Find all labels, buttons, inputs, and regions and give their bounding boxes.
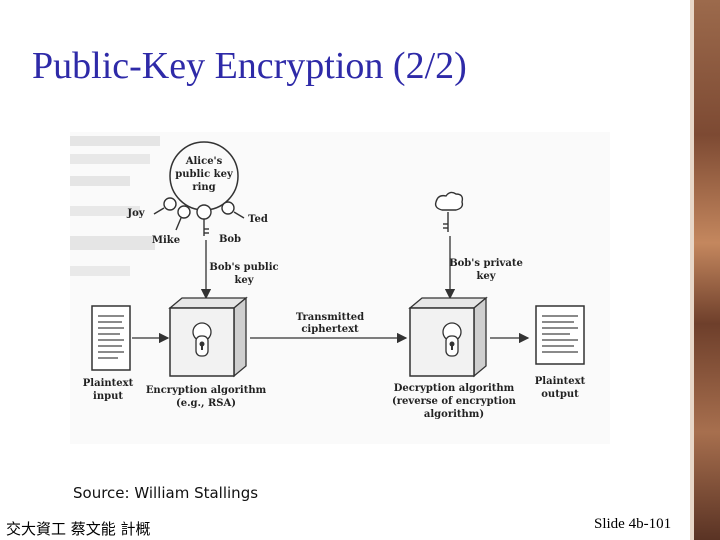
key-bob-icon [196, 204, 212, 236]
plaintext-output-line2: output [541, 389, 579, 400]
key-mike-icon [175, 205, 191, 231]
key-label-bob: Bob [219, 234, 241, 245]
plaintext-output-document-icon [535, 305, 585, 365]
ring-label-line2: public key [175, 169, 234, 180]
decryption-label-line3: algorithm) [424, 409, 484, 420]
bobs-private-key-line2: key [476, 271, 496, 282]
decryption-label-line1: Decryption algorithm [394, 383, 515, 394]
bobs-private-key-line1: Bob's private [449, 258, 523, 269]
key-label-joy: Joy [126, 208, 145, 219]
plaintext-output-line1: Plaintext [535, 376, 586, 387]
decryption-label-line2: (reverse of encryption [392, 396, 517, 407]
plaintext-input-line1: Plaintext [83, 378, 134, 389]
public-key-encryption-diagram: Alice's public key ring [70, 132, 610, 444]
key-label-ted: Ted [248, 214, 268, 225]
transmitted-line2: ciphertext [301, 324, 359, 335]
footer-course-label: 交大資工 蔡文能 計概 [6, 520, 151, 538]
bobs-public-key-line2: key [234, 275, 254, 286]
plaintext-input-document-icon [91, 305, 131, 371]
ring-label-line1: Alice's [185, 156, 223, 167]
bobs-public-key-line1: Bob's public [209, 262, 278, 273]
key-icons [153, 197, 245, 236]
key-ring: Alice's public key ring [169, 141, 239, 211]
private-key-icon [434, 191, 464, 232]
decorative-side-strip [690, 0, 720, 540]
scan-background-noise [70, 136, 160, 276]
encryption-label-line2: (e.g., RSA) [176, 398, 236, 409]
key-ted-icon [221, 201, 245, 219]
key-joy-icon [153, 197, 177, 215]
slide-title: Public-Key Encryption (2/2) [32, 45, 467, 87]
diagram-svg: Alice's public key ring [70, 136, 586, 420]
transmitted-line1: Transmitted [296, 312, 364, 323]
slide-number: Slide 4b-101 [594, 516, 672, 532]
key-label-mike: Mike [152, 235, 180, 246]
plaintext-input-line2: input [93, 391, 123, 402]
source-caption: Source: William Stallings [73, 484, 259, 502]
ring-label-line3: ring [192, 182, 215, 193]
encryption-box-icon [168, 296, 248, 378]
encryption-label-line1: Encryption algorithm [146, 385, 267, 396]
decryption-box-icon [408, 296, 488, 378]
